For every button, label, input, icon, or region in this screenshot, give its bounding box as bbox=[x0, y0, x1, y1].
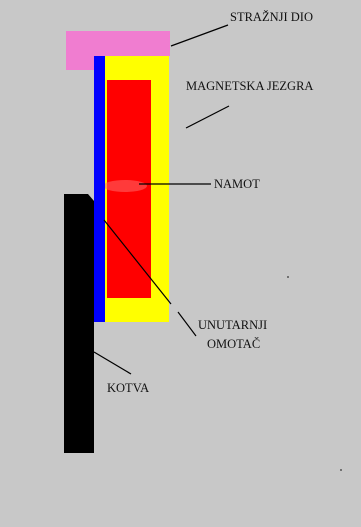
label-back-part: STRAŽNJI DIO bbox=[230, 10, 313, 24]
label-inner-sleeve-line1: UNUTARNJI bbox=[198, 318, 268, 332]
leader-armature bbox=[93, 351, 132, 375]
winding-highlight bbox=[103, 180, 147, 192]
leader-back-part bbox=[170, 24, 229, 47]
label-inner-sleeve-line2: OMOTAČ bbox=[207, 337, 261, 351]
inner-sleeve-shape bbox=[94, 56, 105, 322]
back-part-shape bbox=[66, 31, 170, 70]
armature-shape bbox=[64, 194, 94, 453]
label-armature: KOTVA bbox=[107, 381, 150, 395]
stray-dot bbox=[340, 469, 342, 471]
leader-inner-sleeve-short bbox=[103, 219, 172, 305]
leader-magnetic-core bbox=[185, 105, 230, 129]
stray-dot bbox=[287, 276, 289, 278]
label-winding: NAMOT bbox=[214, 177, 260, 191]
label-magnetic-core: MAGNETSKA JEZGRA bbox=[186, 79, 314, 93]
leader-inner-sleeve-long bbox=[177, 311, 197, 337]
